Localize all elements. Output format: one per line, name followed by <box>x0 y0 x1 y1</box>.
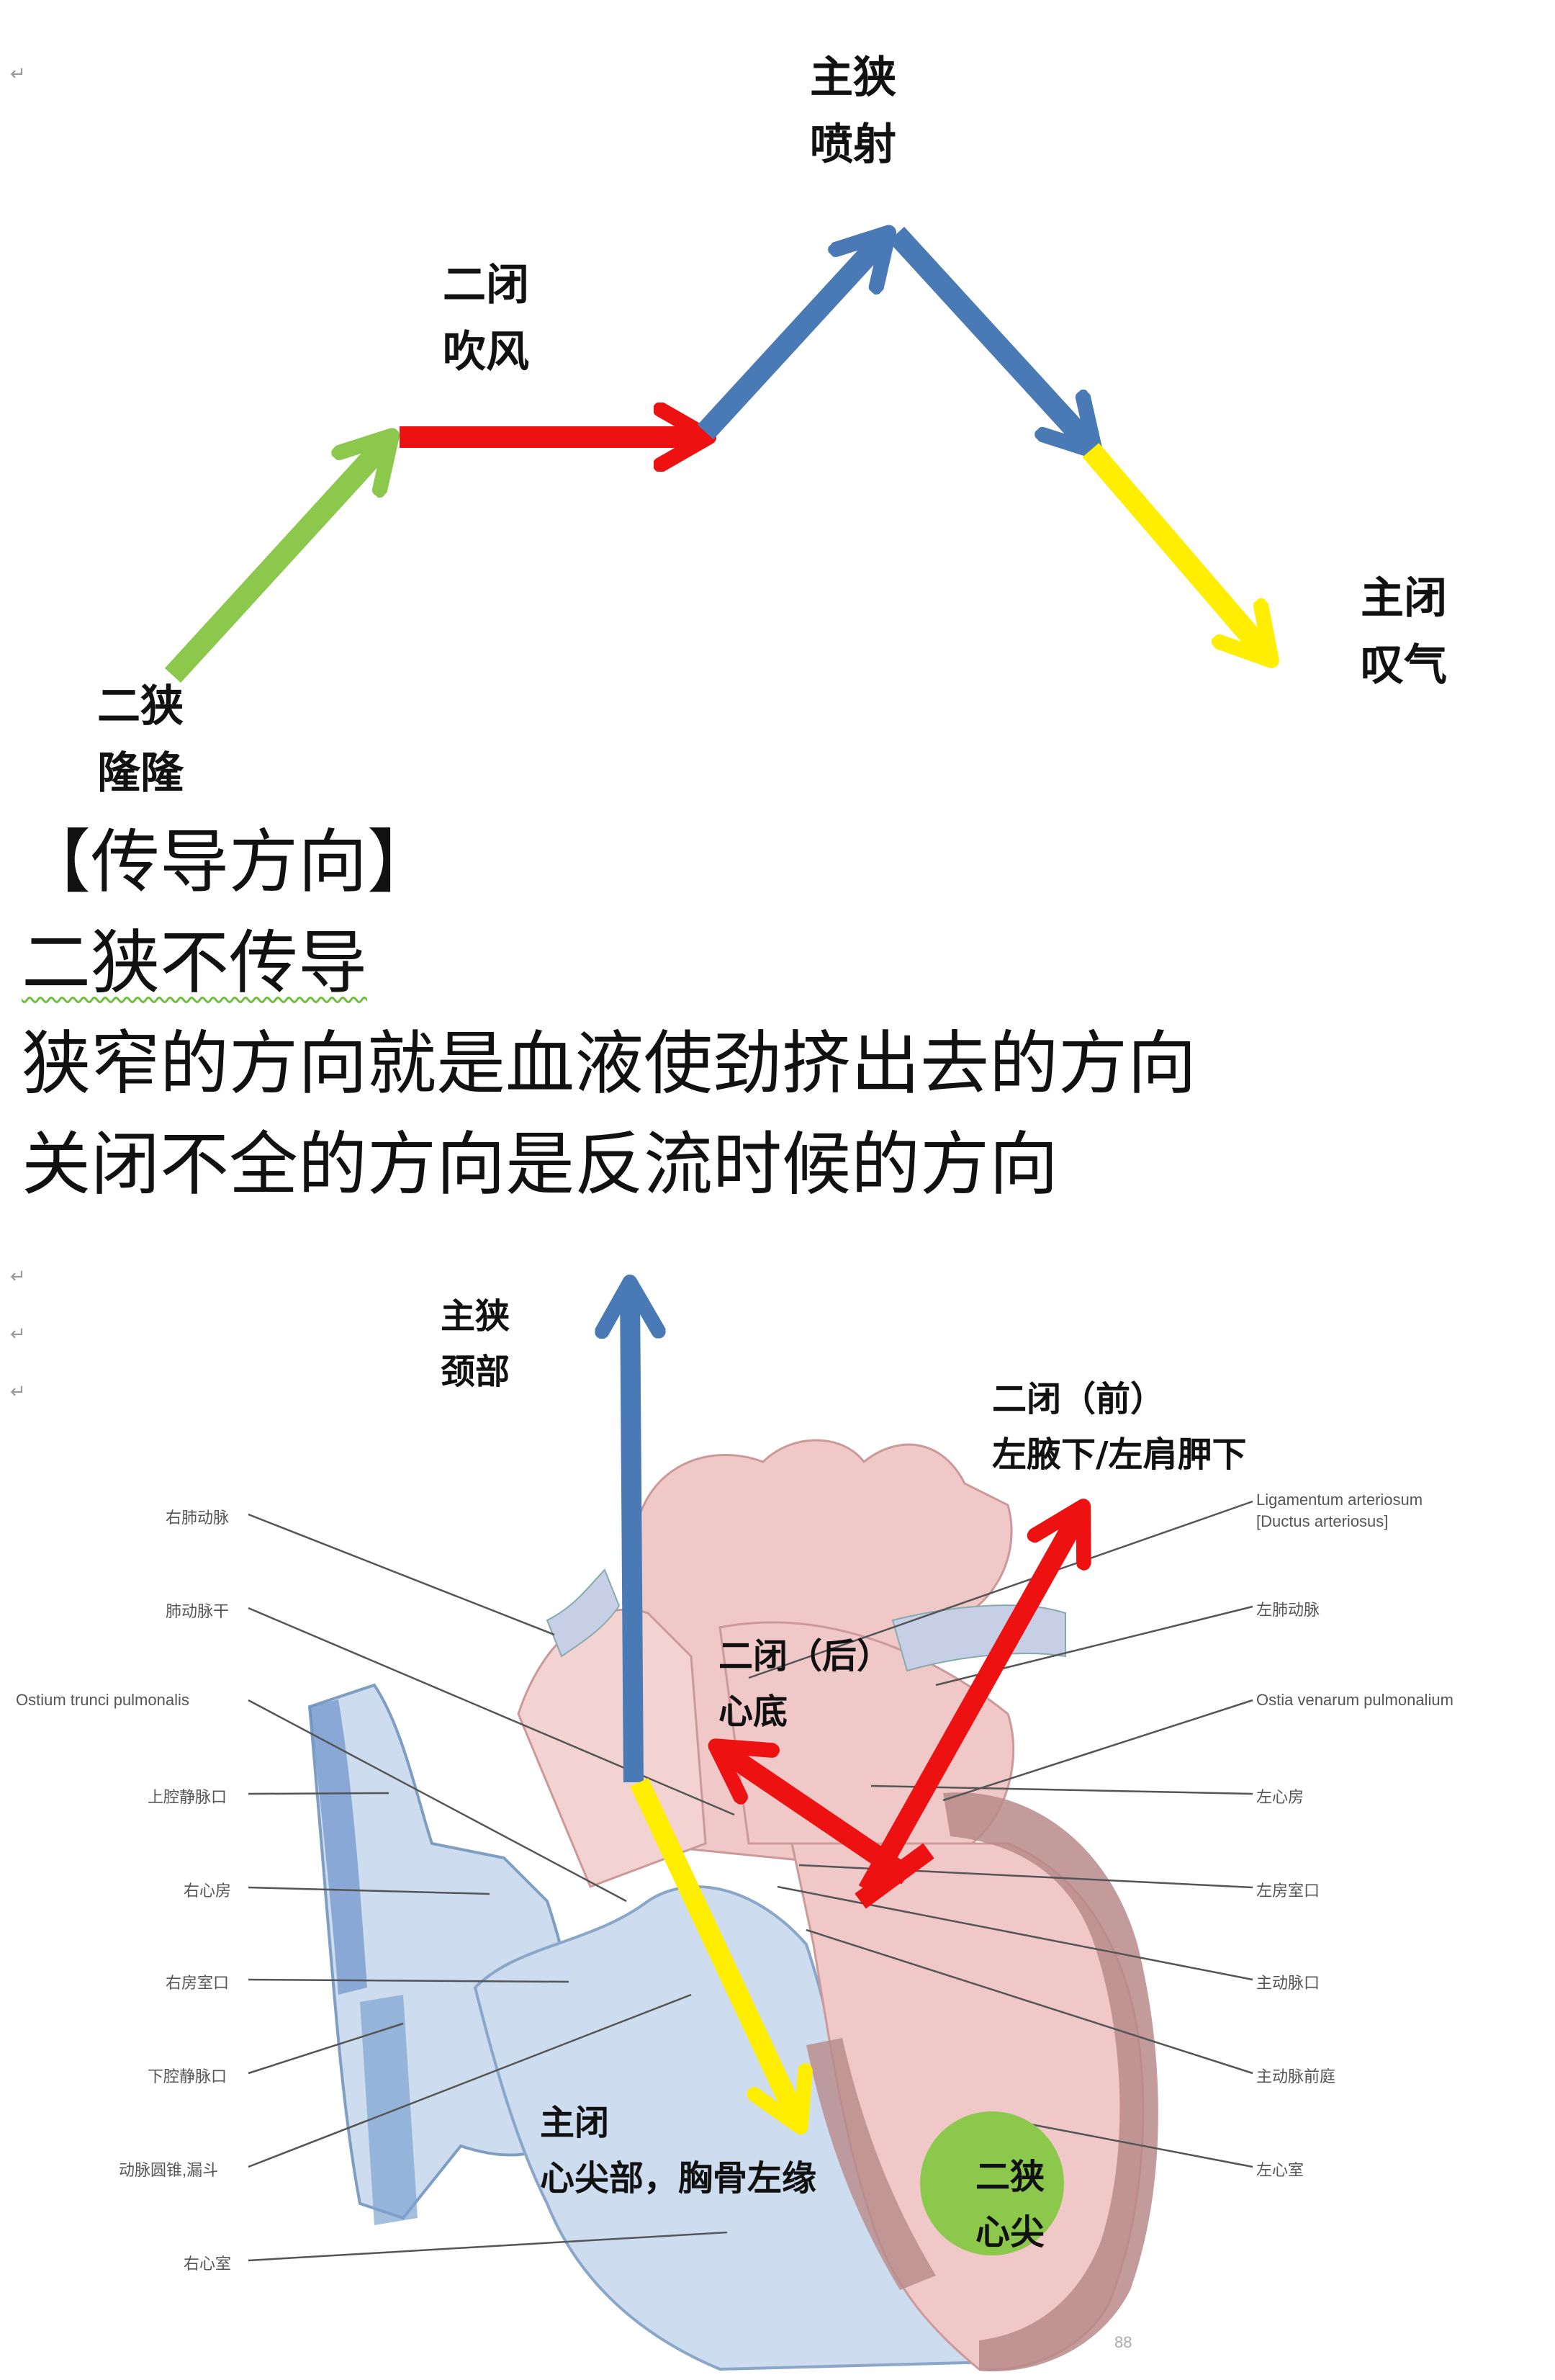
anatomy-label: Ligamentum arteriosum <box>1256 1491 1423 1509</box>
aortic-regurg-arrow-yellow <box>1082 443 1267 655</box>
paragraph-mark: ↵ <box>10 1266 26 1288</box>
septum-shape <box>806 2038 936 2290</box>
anatomy-label: Ostia venarum pulmonalium <box>1256 1691 1453 1709</box>
anatomy-label: Ostium trunci pulmonalis <box>16 1691 189 1709</box>
anatomy-label: 动脉圆锥,漏斗 <box>119 2161 219 2179</box>
aortic-stenosis-neck-arrow <box>630 1289 634 1783</box>
paragraph-mark: ↵ <box>10 1381 26 1403</box>
mitral-regurg-crossbar <box>855 1843 934 1909</box>
text-line-regurg-direction: 关闭不全的方向是反流时候的方向 <box>22 1124 1058 1205</box>
anatomy-label: 肺动脉干 <box>166 1602 230 1620</box>
ivc-shape <box>360 1995 418 2225</box>
anatomy-label: 左心房 <box>1256 1788 1304 1806</box>
anatomy-label: 右房室口 <box>166 1974 230 1992</box>
label-mitral-regurg-anterior: 二闭（前） 左腋下/左肩胛下 <box>992 1379 1247 1475</box>
text-line-stenosis-direction: 狭窄的方向就是血液使劲挤出去的方向 <box>22 1023 1196 1104</box>
text-line-no-conduction: 二狭不传导 <box>22 922 367 1003</box>
label-aortic-stenosis-neck: 主狭 颈部 <box>441 1296 510 1392</box>
mitral-stenosis-arrow <box>164 441 387 683</box>
lv-wall-shape <box>943 1792 1158 2372</box>
murmur-arrow-diagram <box>164 0 1555 683</box>
paragraph-mark: ↵ <box>10 63 26 85</box>
anatomy-label: 主动脉前庭 <box>1256 2067 1336 2085</box>
label-aortic-regurg: 主闭 叹气 <box>1361 573 1447 691</box>
label-mitral-stenosis-apex: 二狭 心尖 <box>975 2157 1045 2253</box>
paragraph-mark: ↵ <box>10 1324 26 1345</box>
aortic-regurg-apex-arrow <box>630 1778 798 2121</box>
mitral-regurg-axilla-arrow <box>858 1512 1080 1895</box>
anatomy-label: 右心房 <box>184 1882 232 1900</box>
mitral-regurg-base-arrow <box>721 1750 913 1885</box>
heading-conduction-direction: 【传导方向】 <box>22 822 436 902</box>
anatomy-label: 左心室 <box>1256 2161 1304 2179</box>
anatomy-label: 主动脉口 <box>1256 1974 1320 1992</box>
anatomy-label: 左房室口 <box>1256 1882 1320 1900</box>
page-number: 88 <box>1114 2333 1132 2351</box>
anatomy-label: 右心室 <box>184 2255 232 2273</box>
anatomy-label: 上腔静脉口 <box>148 1788 227 1806</box>
anatomy-label: [Ductus arteriosus] <box>1256 1512 1389 1530</box>
aortic-regurg-arrow-blue <box>888 226 1091 446</box>
left-leader-lines <box>248 1513 735 2262</box>
label-aortic-stenosis: 主狭 喷射 <box>810 53 896 170</box>
label-aortic-regurg-apex: 主闭 心尖部，胸骨左缘 <box>540 2103 817 2199</box>
label-mitral-regurg-posterior: 二闭（后） 心底 <box>718 1636 892 1732</box>
anatomy-label: 下腔静脉口 <box>148 2067 227 2085</box>
left-pulmonary-artery-shape <box>891 1604 1066 1672</box>
label-mitral-regurg: 二闭 吹风 <box>443 260 529 377</box>
anatomy-label: 左肺动脉 <box>1256 1601 1320 1619</box>
right-pulmonary-artery-shape <box>546 1568 621 1658</box>
svc-shape <box>310 1699 367 1995</box>
mitral-stenosis-apex-marker <box>920 2111 1064 2255</box>
anatomy-label: 右肺动脉 <box>166 1509 230 1527</box>
label-mitral-stenosis: 二狭 隆隆 <box>97 681 184 799</box>
aortic-stenosis-arrow <box>697 238 884 440</box>
